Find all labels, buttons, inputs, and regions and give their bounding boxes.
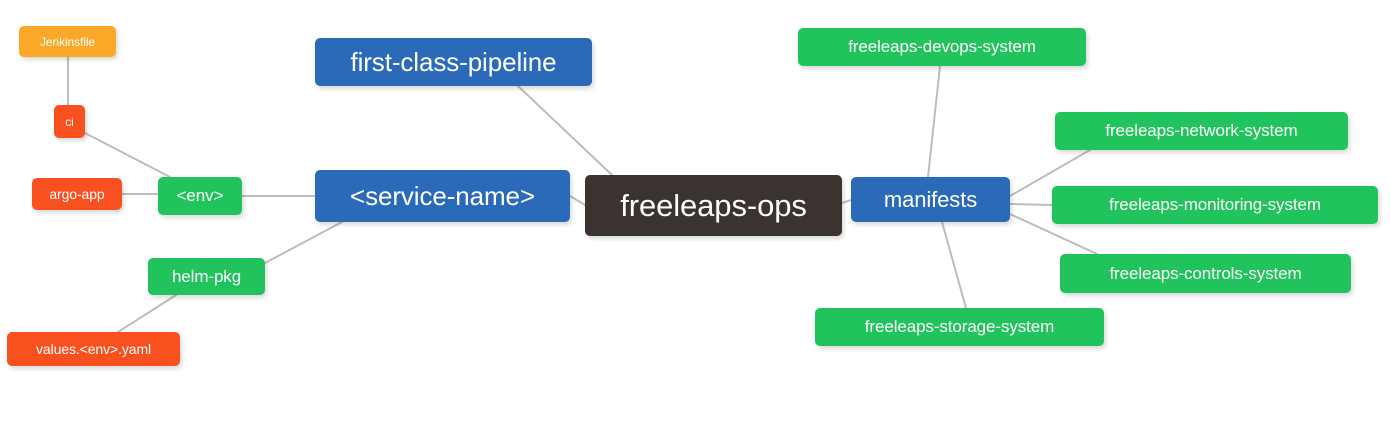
node-argo-app[interactable]: argo-app: [32, 178, 122, 210]
node-freeleaps-monitoring-system[interactable]: freeleaps-monitoring-system: [1052, 186, 1378, 224]
node-ci[interactable]: ci: [54, 105, 85, 138]
node-freeleaps-network-system[interactable]: freeleaps-network-system: [1055, 112, 1348, 150]
edge-manifests-to-freeleaps-storage-system: [941, 221, 967, 309]
node-freeleaps-storage-system[interactable]: freeleaps-storage-system: [815, 308, 1104, 346]
node-freeleaps-ops[interactable]: freeleaps-ops: [585, 175, 842, 236]
node-jenkinsfile[interactable]: Jenkinsfile: [19, 26, 116, 57]
edge-freeleaps-ops-to-service-name: [569, 195, 586, 206]
node-service-name[interactable]: <service-name>: [315, 170, 570, 222]
edge-service-name-to-helm-pkg: [264, 221, 343, 264]
edge-manifests-to-freeleaps-devops-system: [927, 65, 941, 178]
node-first-class-pipeline[interactable]: first-class-pipeline: [315, 38, 592, 86]
edge-manifests-to-freeleaps-monitoring-system: [1009, 203, 1053, 206]
edge-freeleaps-ops-to-manifests: [841, 199, 852, 204]
node-values-env-yaml[interactable]: values.<env>.yaml: [7, 332, 180, 366]
edge-freeleaps-ops-to-first-class-pipeline: [517, 85, 613, 176]
node-helm-pkg[interactable]: helm-pkg: [148, 258, 265, 295]
node-freeleaps-devops-system[interactable]: freeleaps-devops-system: [798, 28, 1086, 66]
node-env[interactable]: <env>: [158, 177, 242, 215]
node-freeleaps-controls-system[interactable]: freeleaps-controls-system: [1060, 254, 1351, 293]
node-manifests[interactable]: manifests: [851, 177, 1010, 222]
edge-env-to-ci: [84, 132, 171, 178]
edge-helm-pkg-to-values-env-yaml: [117, 294, 177, 333]
